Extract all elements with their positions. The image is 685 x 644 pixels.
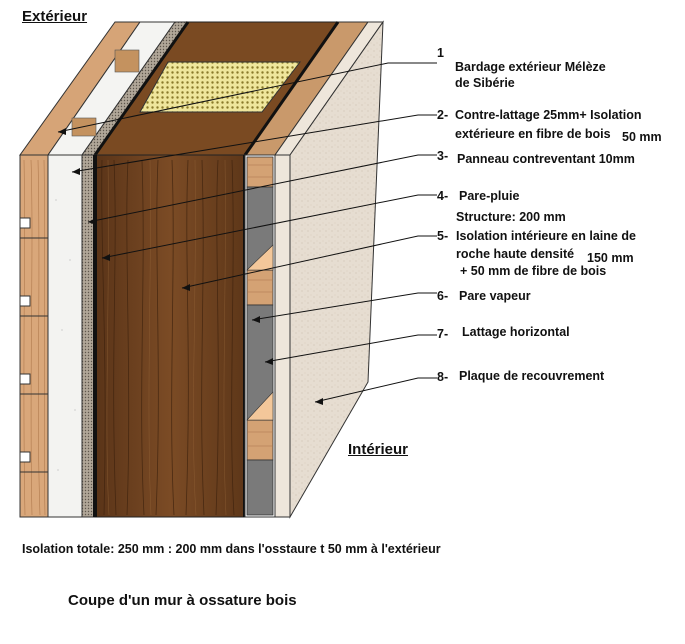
callout-2-number: 2- [437,108,449,122]
plasterboard-side-face [289,20,384,519]
callout-1-number: 1 [437,46,444,60]
front-faces [19,154,291,518]
callout-3-number: 3- [437,149,449,163]
ext-insulation-front [47,154,83,518]
callout-8-number: 8- [437,370,449,384]
leader-lines [57,62,437,403]
interior-label: Intérieur [348,441,409,458]
exterior-label: Extérieur [22,8,88,25]
callout-4-line-1: Pare-pluie [459,189,520,203]
callout-5-number: 5- [437,229,449,243]
batten-2 [246,269,274,306]
callout-5-line-1: Isolation intérieure en laine de [456,229,636,243]
callout-4-number: 4- [437,189,449,203]
diagram-caption: Coupe d'un mur à ossature bois [68,592,297,609]
structure-front [94,154,246,518]
plaster-front-edge [274,154,291,518]
callout-2-extra: 50 mm [622,130,662,144]
callout-1-line-1: Bardage extérieur Mélèze [455,60,606,74]
callout-2-line-2: extérieure en fibre de bois [455,127,611,141]
wool-top-face [139,61,302,113]
callout-6-number: 6- [437,289,449,303]
callout-7-number: 7- [437,327,449,341]
callout-1-line-2: de Sibérie [455,76,515,90]
callout-6-line-1: Pare vapeur [459,289,531,303]
callout-3-line-1: Panneau contreventant 10mm [457,152,635,166]
structure-label: Structure: 200 mm [456,210,566,224]
vapour-barrier-3 [246,459,274,516]
callout-5-extra: 150 mm [587,251,634,265]
callout-7-line-1: Lattage horizontal [462,325,570,339]
callout-5-line-2: roche haute densité [456,247,575,261]
callout-5-extra2: + 50 mm de fibre de bois [460,264,607,278]
batten-3 [246,419,274,461]
total-insulation-note: Isolation totale: 250 mm : 200 mm dans l… [22,542,441,556]
callout-2-line-1: Contre-lattage 25mm+ Isolation [455,108,642,122]
top-faces [19,21,384,156]
batten-1 [246,156,274,188]
callout-8-line-1: Plaque de recouvrement [459,369,605,383]
